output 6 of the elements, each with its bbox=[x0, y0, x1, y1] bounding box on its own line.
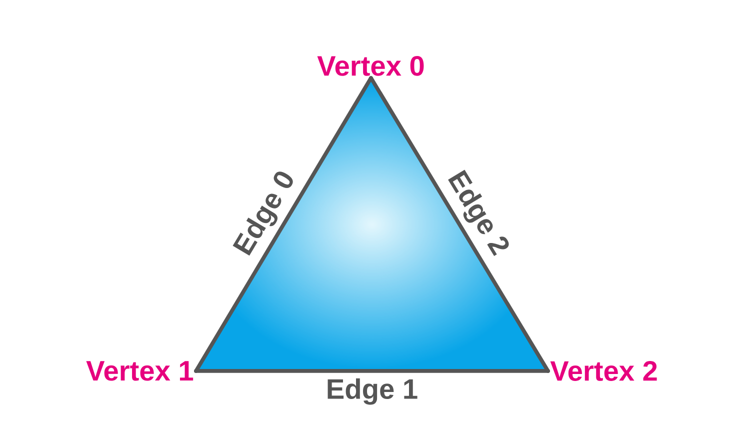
vertex-label: Vertex 0 bbox=[317, 56, 424, 76]
vertex-label: Vertex 2 bbox=[550, 361, 657, 381]
triangle-side bbox=[369, 76, 550, 373]
triangle-side bbox=[194, 369, 550, 373]
vertex-label: Vertex 1 bbox=[86, 361, 194, 381]
edge-label: Edge 1 bbox=[328, 378, 418, 405]
